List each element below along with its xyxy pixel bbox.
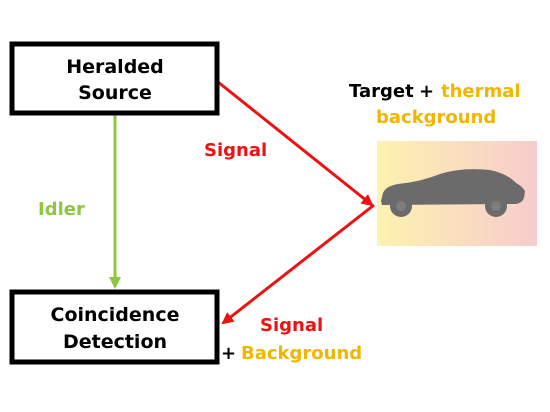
source-box-line1: Heralded xyxy=(66,56,164,78)
detection-box-line2: Detection xyxy=(63,331,167,353)
coincidence-detection-box: Coincidence Detection xyxy=(9,289,220,365)
car-icon xyxy=(381,169,525,217)
plus-sign: + xyxy=(221,343,236,364)
target-plus-label: + xyxy=(419,81,434,102)
source-box-line2: Source xyxy=(78,82,152,104)
background-label: Background xyxy=(241,343,362,364)
signal-out-arrow xyxy=(217,80,374,207)
target-label: Target xyxy=(349,81,414,102)
signal-return-arrow xyxy=(221,203,375,325)
signal-return-label: Signal xyxy=(260,315,323,336)
detection-box-line1: Coincidence xyxy=(51,304,180,326)
idler-label: Idler xyxy=(38,199,85,220)
background-title-label: background xyxy=(376,107,496,128)
heralded-source-box: Heralded Source xyxy=(9,41,220,116)
signal-out-label: Signal xyxy=(204,140,267,161)
thermal-label: thermal xyxy=(441,81,521,102)
